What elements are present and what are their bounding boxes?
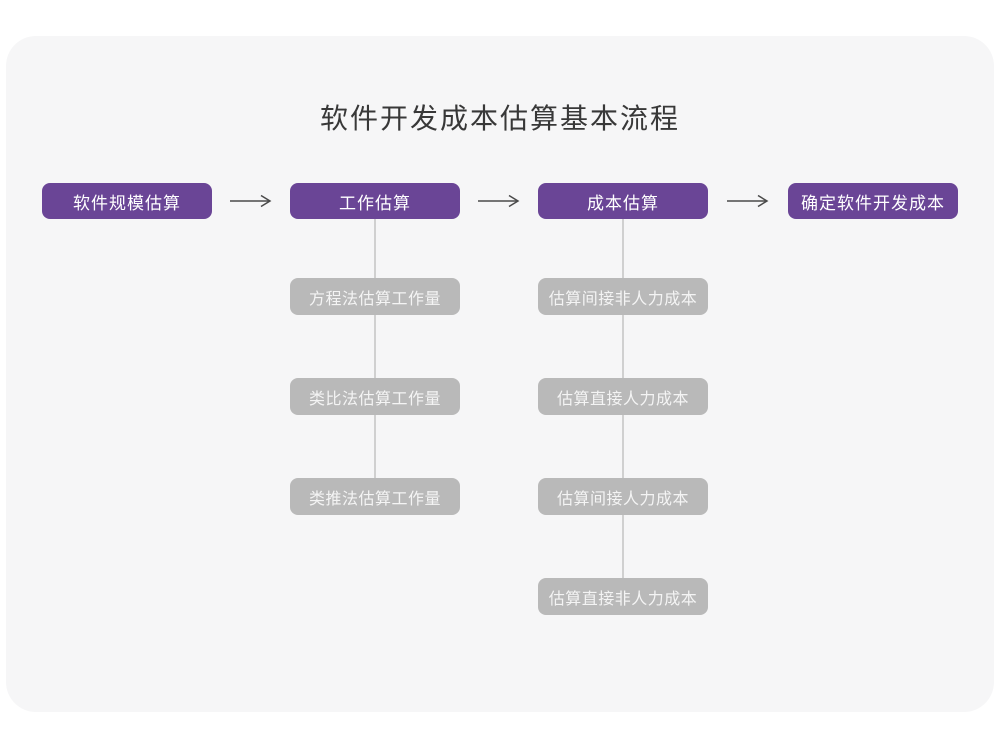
substep-box-direct-nonlabor-cost: 估算直接非人力成本 <box>538 578 708 615</box>
diagram-card <box>6 36 994 712</box>
substep-box-extrapolation-method: 类推法估算工作量 <box>290 478 460 515</box>
right-arrow-icon <box>478 194 520 208</box>
stage-box-work-estimation: 工作估算 <box>290 183 460 219</box>
stage-box-software-scale-estimation: 软件规模估算 <box>42 183 212 219</box>
right-arrow-icon <box>727 194 769 208</box>
diagram-title: 软件开发成本估算基本流程 <box>319 103 680 134</box>
substep-box-analogy-method: 类比法估算工作量 <box>290 378 460 415</box>
stage-box-determine-dev-cost: 确定软件开发成本 <box>788 183 958 219</box>
substep-box-direct-labor-cost: 估算直接人力成本 <box>538 378 708 415</box>
substep-box-equation-method: 方程法估算工作量 <box>290 278 460 315</box>
connector-line-work-estimation <box>374 219 376 495</box>
substep-box-indirect-nonlabor-cost: 估算间接非人力成本 <box>538 278 708 315</box>
right-arrow-icon <box>230 194 272 208</box>
substep-box-indirect-labor-cost: 估算间接人力成本 <box>538 478 708 515</box>
stage-box-cost-estimation: 成本估算 <box>538 183 708 219</box>
